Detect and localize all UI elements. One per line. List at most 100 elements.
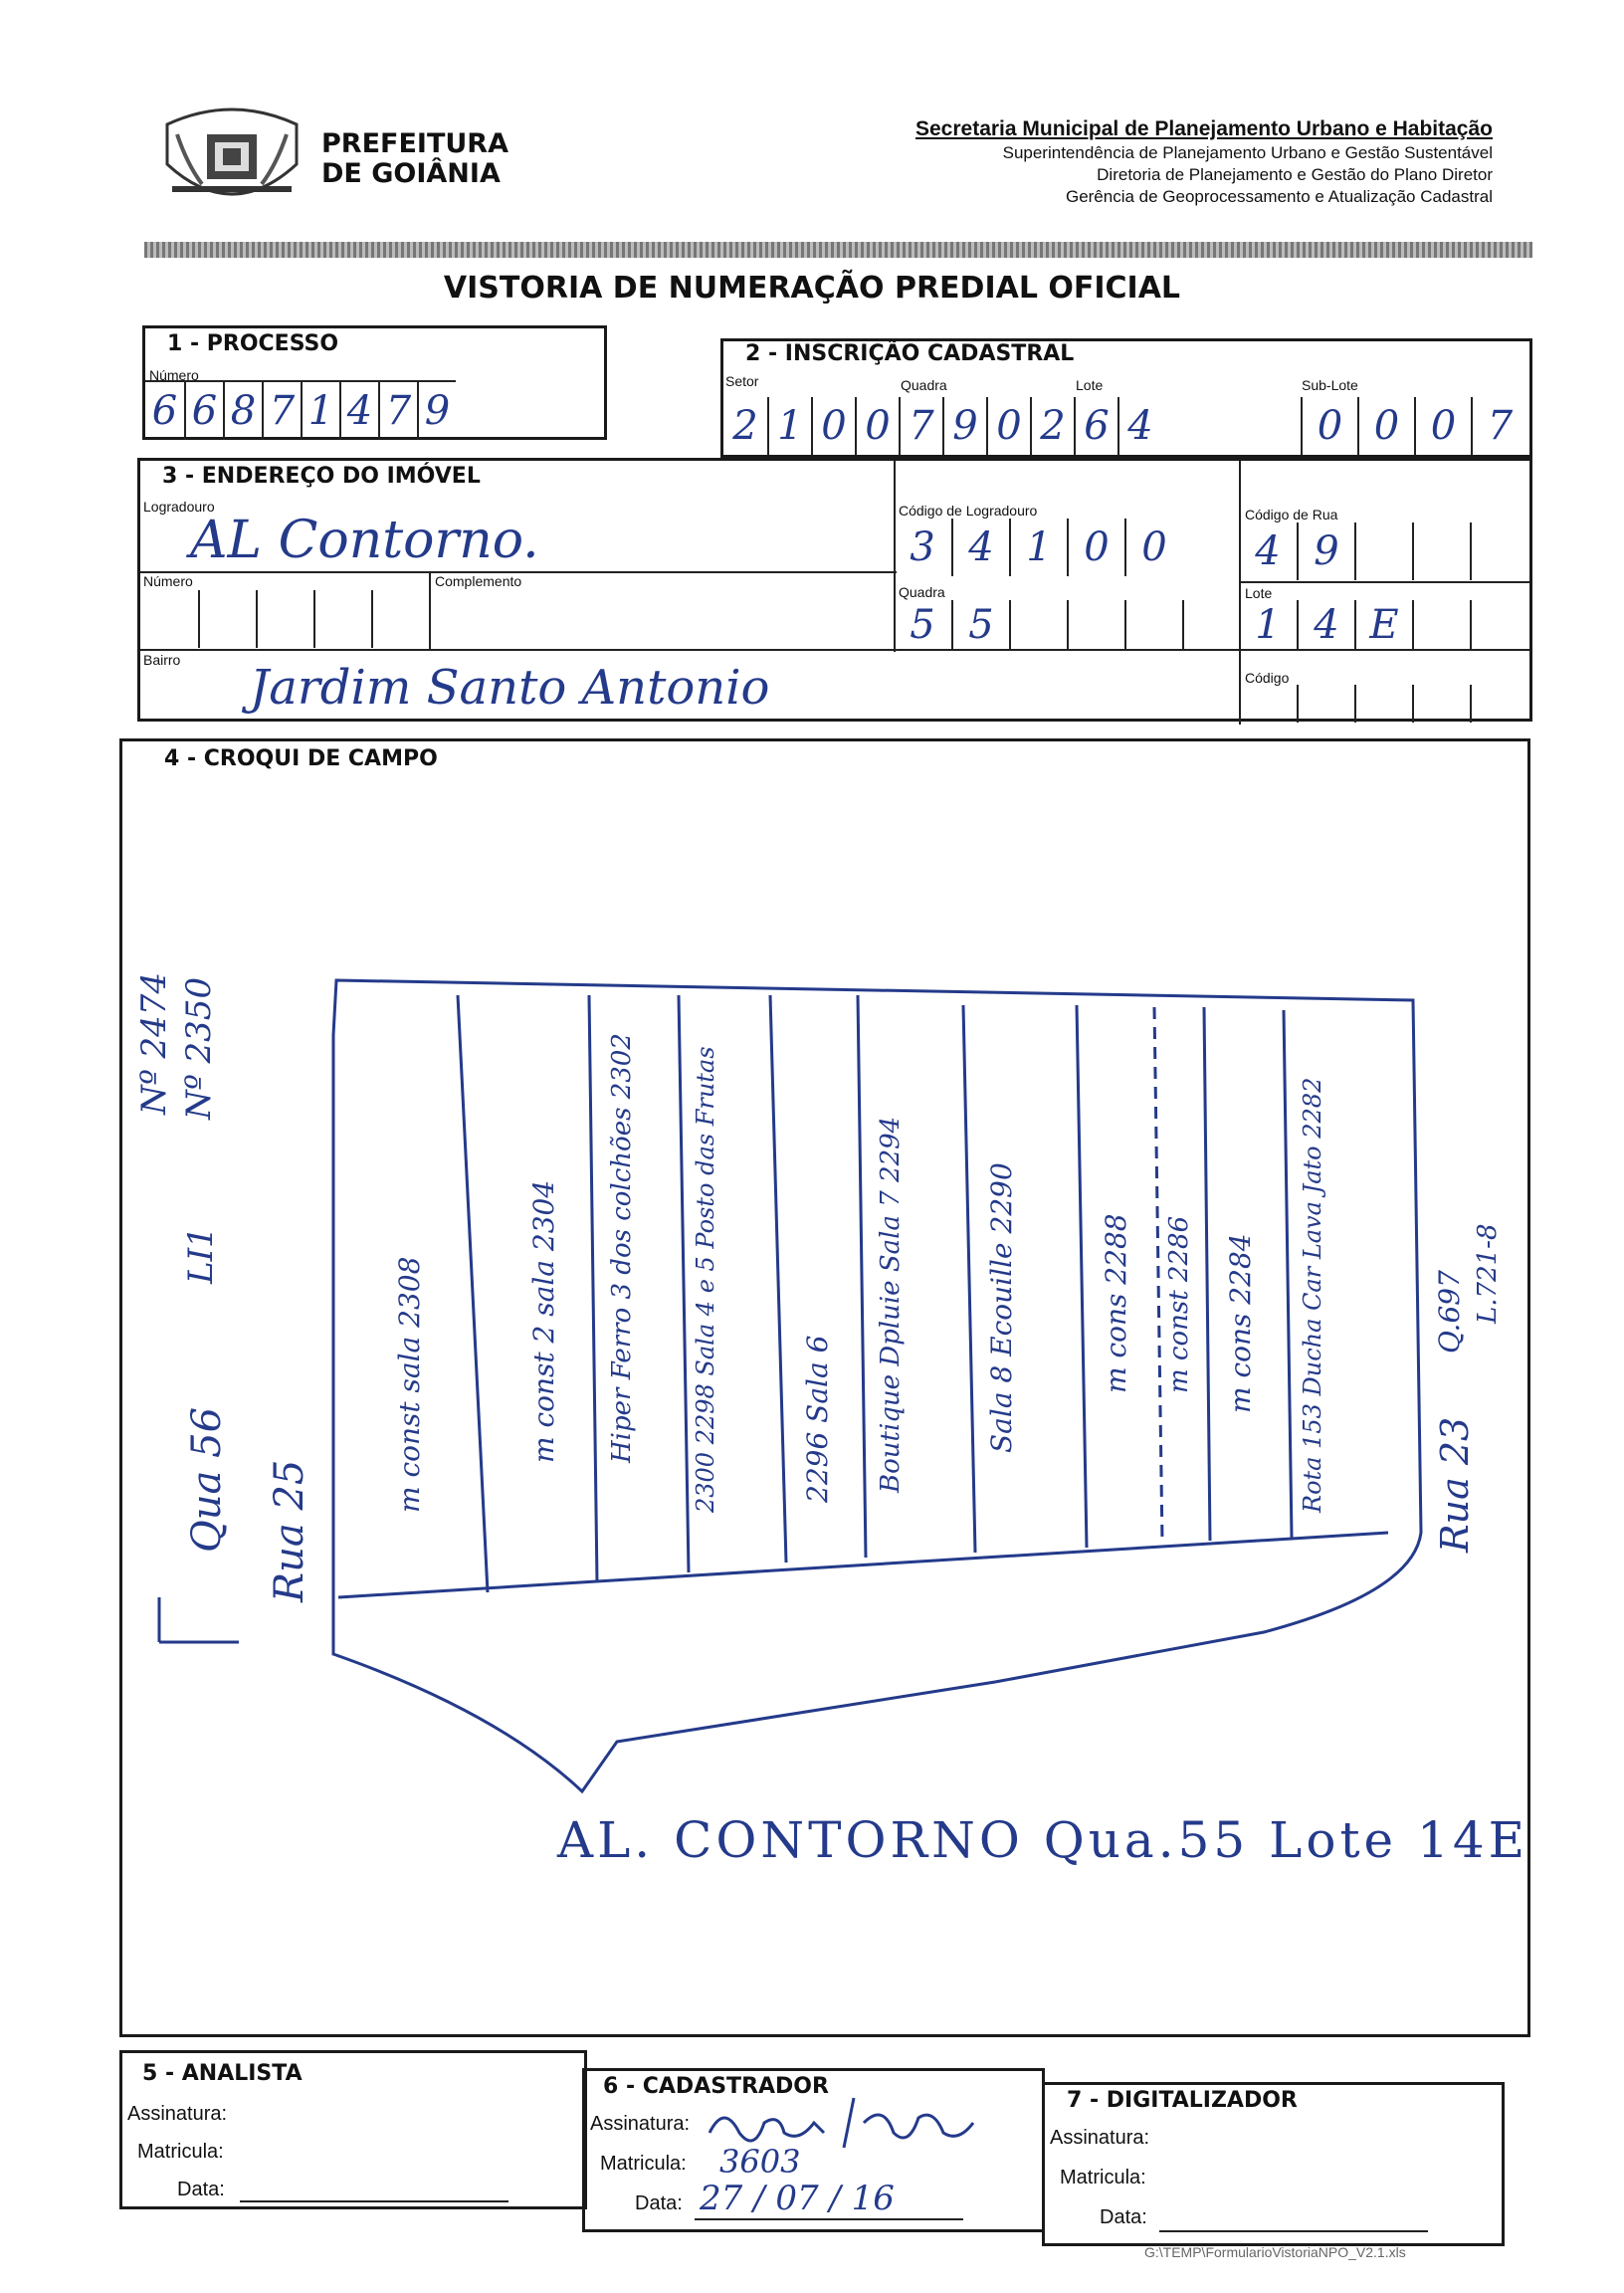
cod-rua-digits: 4 9 bbox=[1239, 522, 1472, 580]
row-divider bbox=[140, 649, 1529, 651]
digit: 1 bbox=[767, 397, 811, 455]
lot-number: 2290 bbox=[985, 1162, 1018, 1234]
lot-2290: Sala 8 Ecouille 2290 bbox=[985, 1162, 1018, 1453]
digit: 7 bbox=[1471, 397, 1527, 455]
cod-rua-label: Código de Rua bbox=[1245, 507, 1338, 522]
cadastrador-data-label: Data: bbox=[635, 2192, 683, 2214]
lot-desc: Rota 153 Ducha Car Lava Jato bbox=[1299, 1146, 1326, 1513]
cadastrador-title: 6 - CADASTRADOR bbox=[603, 2074, 829, 2099]
sublote-label: Sub-Lote bbox=[1302, 377, 1358, 393]
endereco-title: 3 - ENDEREÇO DO IMÓVEL bbox=[162, 464, 481, 489]
digit: 0 bbox=[811, 397, 855, 455]
digit: 6 bbox=[1074, 397, 1117, 455]
digit: 1 bbox=[1009, 519, 1067, 576]
left-annotation-number-2: Nº 2350 bbox=[179, 976, 219, 1120]
lot-2288: m cons 2288 bbox=[1100, 1213, 1132, 1393]
complemento-label: Complemento bbox=[435, 573, 522, 589]
lot-desc: Sala 4 e 5 Posto das Frutas bbox=[692, 1046, 719, 1376]
cadastrador-signature bbox=[705, 2093, 1003, 2163]
left-annotation-rua: Rua 25 bbox=[267, 1459, 312, 1602]
digit: 2 bbox=[1030, 397, 1074, 455]
lot-2286: m const 2286 bbox=[1164, 1216, 1194, 1393]
lot-desc: m const 2 sala bbox=[527, 1260, 560, 1463]
cadastrador-date-line bbox=[695, 2218, 963, 2220]
digitalizador-title: 7 - DIGITALIZADOR bbox=[1067, 2088, 1298, 2113]
codigo-label: Código bbox=[1245, 670, 1290, 686]
lot-desc: m cons bbox=[1100, 1293, 1132, 1393]
bairro-value: Jardim Santo Antonio bbox=[250, 660, 770, 716]
header-agency-block: Secretaria Municipal de Planejamento Urb… bbox=[915, 117, 1493, 207]
right-annotation-rua: Rua 23 bbox=[1433, 1416, 1477, 1553]
left-annotation-lote: LI1 bbox=[181, 1226, 221, 1284]
digitalizador-matricula-label: Matricula: bbox=[1060, 2167, 1146, 2189]
endereco-section: 3 - ENDEREÇO DO IMÓVEL Logradouro AL Con… bbox=[137, 458, 1532, 725]
digit: 0 bbox=[986, 397, 1030, 455]
logradouro-value: AL Contorno. bbox=[190, 511, 539, 570]
complemento-divider bbox=[429, 571, 431, 649]
analista-date-line bbox=[240, 2200, 508, 2202]
lot-number: 2284 bbox=[1224, 1233, 1257, 1305]
cadastrador-section: 6 - CADASTRADOR Assinatura: Matricula: 3… bbox=[582, 2068, 1045, 2232]
analista-data-label: Data: bbox=[177, 2179, 225, 2200]
left-annotation-number-1: Nº 2474 bbox=[134, 971, 174, 1115]
lot-desc: Boutique Dpluie Sala 7 bbox=[876, 1190, 906, 1493]
org-name: PREFEITURA DE GOIÂNIA bbox=[321, 129, 508, 189]
lote-digits: 1 4 E bbox=[1239, 600, 1472, 650]
cod-logradouro-divider bbox=[894, 461, 896, 652]
cadastrador-data-value: 27 / 07 / 16 bbox=[700, 2179, 895, 2218]
cadastrador-assinatura-label: Assinatura: bbox=[590, 2113, 691, 2135]
lot-number: 2304 bbox=[527, 1179, 560, 1252]
digit: E bbox=[1354, 600, 1412, 650]
digit: 1 bbox=[301, 382, 339, 440]
digit: 4 bbox=[1297, 600, 1354, 650]
analista-assinatura-label: Assinatura: bbox=[127, 2103, 228, 2125]
analista-title: 5 - ANALISTA bbox=[142, 2061, 303, 2086]
digit: 0 bbox=[1301, 397, 1357, 455]
croqui-title: 4 - CROQUI DE CAMPO bbox=[164, 746, 438, 771]
digit: 9 bbox=[942, 397, 986, 455]
superintendencia-line: Superintendência de Planejamento Urbano … bbox=[1002, 143, 1493, 162]
lot-desc: Hiper Ferro 3 dos colchões bbox=[607, 1107, 637, 1463]
digit: 7 bbox=[899, 397, 942, 455]
analista-matricula-label: Matricula: bbox=[137, 2141, 224, 2163]
lote-digits: 0 2 6 4 bbox=[986, 397, 1161, 455]
diretoria-line: Diretoria de Planejamento e Gestão do Pl… bbox=[1097, 165, 1493, 184]
digit: 6 bbox=[151, 388, 178, 434]
lot-2308: m const sala 2308 bbox=[393, 1257, 426, 1513]
right-annotation-lote: L.721-8 bbox=[1473, 1223, 1503, 1324]
digit: 1 bbox=[1255, 602, 1281, 648]
numero-label: Número bbox=[143, 573, 193, 589]
processo-title: 1 - PROCESSO bbox=[167, 331, 339, 356]
digit: 7 bbox=[262, 382, 301, 440]
lote-label: Lote bbox=[1245, 585, 1273, 601]
digit: 0 bbox=[1357, 397, 1414, 455]
digit: 9 bbox=[417, 382, 456, 440]
processo-section: 1 - PROCESSO Número 6 6 8 7 1 4 7 9 bbox=[142, 325, 607, 440]
lot-number: 2286 bbox=[1164, 1215, 1194, 1283]
digit: 0 bbox=[1124, 519, 1182, 576]
processo-number-digits: 6 6 8 7 1 4 7 9 bbox=[145, 380, 456, 440]
lote-label: Lote bbox=[1076, 377, 1104, 393]
lot-desc: Sala 8 Ecouille bbox=[985, 1242, 1018, 1453]
cod-logradouro-label: Código de Logradouro bbox=[899, 503, 1038, 519]
header-divider bbox=[144, 242, 1532, 258]
quadra-label: Quadra bbox=[899, 584, 945, 600]
cadastrador-matricula-label: Matricula: bbox=[600, 2153, 687, 2175]
left-annotation-quadra: Qua 56 bbox=[184, 1406, 230, 1553]
lot-desc: m const sala bbox=[393, 1336, 426, 1513]
lot-number: 2308 bbox=[393, 1256, 426, 1328]
digit: 4 bbox=[951, 519, 1009, 576]
lot-number: 2296 bbox=[801, 1431, 834, 1503]
lot-2294: Boutique Dpluie Sala 7 2294 bbox=[876, 1117, 906, 1493]
digitalizador-section: 7 - DIGITALIZADOR Assinatura: Matricula:… bbox=[1042, 2082, 1505, 2246]
quadra-digits: 5 5 bbox=[894, 600, 1184, 650]
lot-number: 2282 bbox=[1299, 1077, 1326, 1139]
lot-2282: Rota 153 Ducha Car Lava Jato 2282 bbox=[1299, 1078, 1326, 1513]
lot-2302: Hiper Ferro 3 dos colchões 2302 bbox=[607, 1033, 637, 1463]
digit: 4 bbox=[1117, 397, 1161, 455]
lot-desc: Sala 6 bbox=[801, 1335, 834, 1423]
secretaria-line: Secretaria Municipal de Planejamento Urb… bbox=[914, 117, 1493, 140]
right-annotation-quadra: Q.697 bbox=[1433, 1270, 1466, 1354]
cod-logradouro-digits: 3 4 1 0 0 bbox=[894, 519, 1182, 576]
croqui-bottom-caption: AL. CONTORNO Qua.55 Lote 14E bbox=[557, 1811, 1529, 1869]
